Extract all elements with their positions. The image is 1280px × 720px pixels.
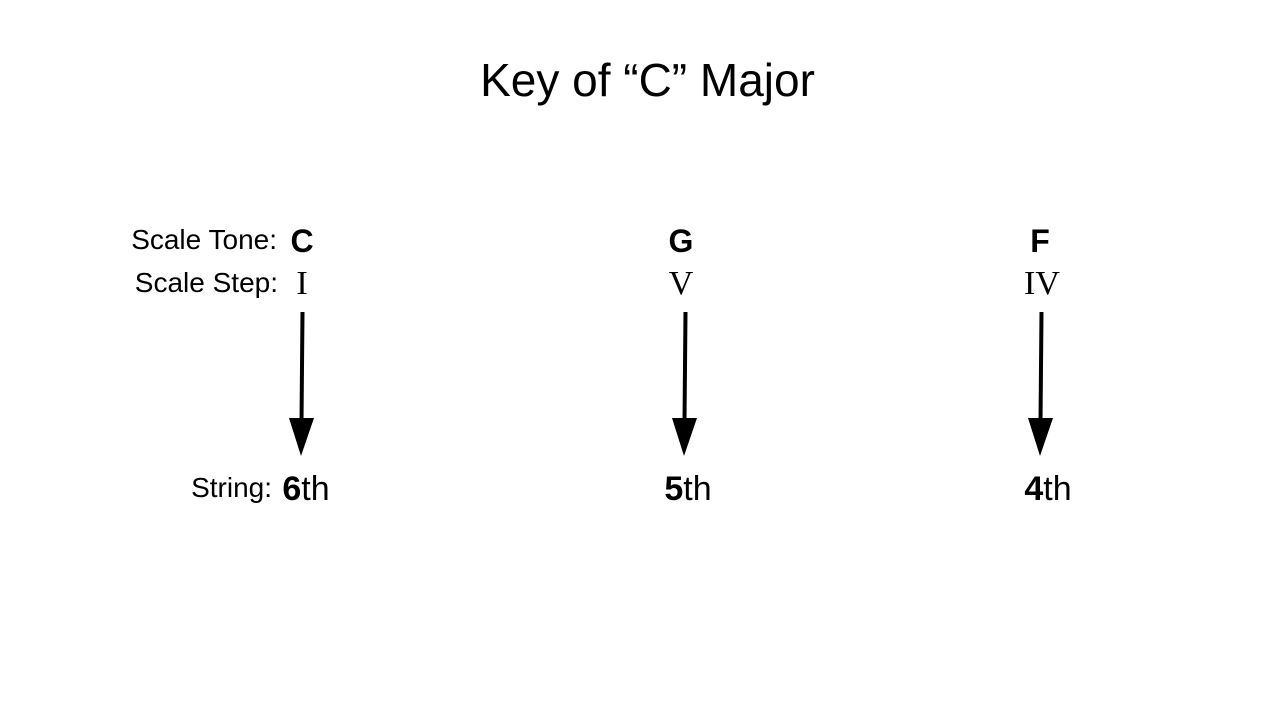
string-suffix: th (1043, 470, 1072, 508)
scale-step-v: V (668, 265, 694, 302)
string-number: 4 (1024, 470, 1044, 508)
string-number: 6 (282, 470, 302, 508)
down-arrow-icon (1028, 312, 1053, 456)
string-label: String: (191, 472, 272, 503)
scale-step-label: Scale Step: (134, 267, 278, 298)
scale-step-i: I (296, 265, 308, 302)
scale-tone-label: Scale Tone: (131, 224, 277, 255)
string-suffix: th (301, 470, 330, 508)
string-5th: 5th (628, 470, 748, 508)
scale-step-iv: IV (1024, 265, 1060, 302)
string-number: 5 (664, 470, 684, 508)
scale-tone-g: G (668, 223, 694, 259)
down-arrow-icon (289, 312, 314, 456)
down-arrow-icon (672, 312, 697, 456)
string-6th: 6th (246, 470, 366, 508)
string-4th: 4th (988, 470, 1108, 508)
page-title: Key of “C” Major (480, 54, 815, 106)
scale-tone-f: F (1030, 223, 1050, 259)
string-suffix: th (683, 470, 712, 508)
scale-tone-c: C (290, 223, 314, 259)
